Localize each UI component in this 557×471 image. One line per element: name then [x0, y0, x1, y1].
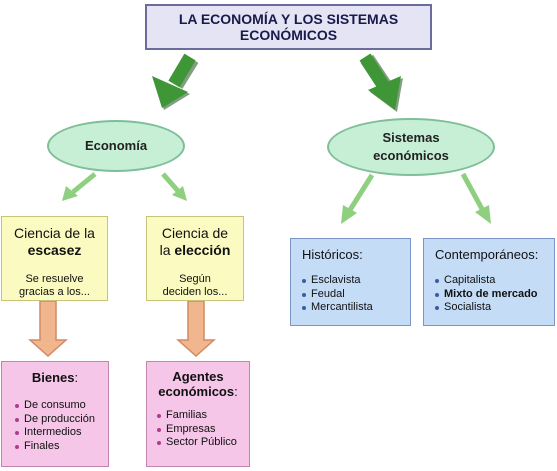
- escasez-sub: Se resuelve gracias a los...: [19, 273, 90, 298]
- list-item: De consumo: [14, 399, 108, 413]
- box-ciencia-escasez: Ciencia de la escasez Se resuelve gracia…: [1, 216, 108, 301]
- list-item: Intermedios: [14, 426, 108, 440]
- box-historicos: Históricos: Esclavista Feudal Mercantili…: [290, 238, 411, 326]
- down-arrow-escasez-bienes: [28, 300, 68, 358]
- list-item: Empresas: [156, 423, 249, 437]
- list-item: Mercantilista: [301, 301, 410, 315]
- thin-arrow-sistemas-historicos: [341, 173, 375, 224]
- list-item: Mixto de mercado: [434, 288, 554, 302]
- node-economia-label: Economía: [84, 138, 148, 153]
- node-sistemas-label: Sistemas económicos: [373, 130, 449, 163]
- down-arrow-eleccion-agentes: [176, 300, 216, 358]
- thin-arrow-economia-escasez: [62, 172, 97, 201]
- historicos-heading: Históricos:: [302, 247, 363, 262]
- box-contemporaneos: Contemporáneos: Capitalista Mixto de mer…: [423, 238, 555, 326]
- box-agentes-economicos: Agentes económicos: Familias Empresas Se…: [146, 361, 250, 467]
- list-item: Esclavista: [301, 274, 410, 288]
- list-item: Socialista: [434, 301, 554, 315]
- thin-arrow-economia-eleccion: [161, 172, 187, 201]
- eleccion-heading: Ciencia de la elección: [147, 225, 243, 259]
- agentes-head-text: Agentes económicos: [158, 369, 235, 399]
- contemporaneos-heading: Contemporáneos:: [435, 247, 539, 262]
- list-item: Capitalista: [434, 274, 554, 288]
- bienes-list: De consumo De producción Intermedios Fin…: [14, 399, 108, 453]
- escasez-heading: Ciencia de la escasez: [2, 225, 107, 259]
- big-arrow-left: [152, 53, 199, 110]
- bienes-heading: Bienes:: [31, 370, 79, 385]
- list-item: Feudal: [301, 288, 410, 302]
- agentes-heading: Agentes económicos:: [158, 369, 238, 399]
- diagram-title-text: LA ECONOMÍA Y LOS SISTEMAS ECONÓMICOS: [178, 11, 399, 43]
- list-item: Finales: [14, 440, 108, 454]
- escasez-bold: escasez: [27, 242, 82, 258]
- eleccion-sub: Según deciden los...: [162, 273, 228, 298]
- node-economia: Economía: [47, 120, 185, 172]
- historicos-list: Esclavista Feudal Mercantilista: [301, 274, 410, 315]
- eleccion-bold: elección: [174, 242, 231, 258]
- box-bienes: Bienes: De consumo De producción Interme…: [1, 361, 109, 467]
- thin-arrow-sistemas-contemporaneos: [460, 172, 491, 224]
- escasez-line1: Ciencia de la: [14, 225, 95, 241]
- eleccion-line1: Ciencia de la: [159, 225, 229, 258]
- list-item: Familias: [156, 409, 249, 423]
- contemporaneos-list: Capitalista Mixto de mercado Socialista: [434, 274, 554, 315]
- diagram-title: LA ECONOMÍA Y LOS SISTEMAS ECONÓMICOS: [145, 4, 432, 50]
- node-sistemas-economicos: Sistemas económicos: [327, 118, 495, 176]
- list-item: Sector Público: [156, 436, 249, 450]
- list-item: De producción: [14, 413, 108, 427]
- big-arrow-right: [359, 53, 403, 112]
- bienes-head-text: Bienes: [31, 370, 75, 385]
- box-ciencia-eleccion: Ciencia de la elección Según deciden los…: [146, 216, 244, 301]
- agentes-list: Familias Empresas Sector Público: [156, 409, 249, 450]
